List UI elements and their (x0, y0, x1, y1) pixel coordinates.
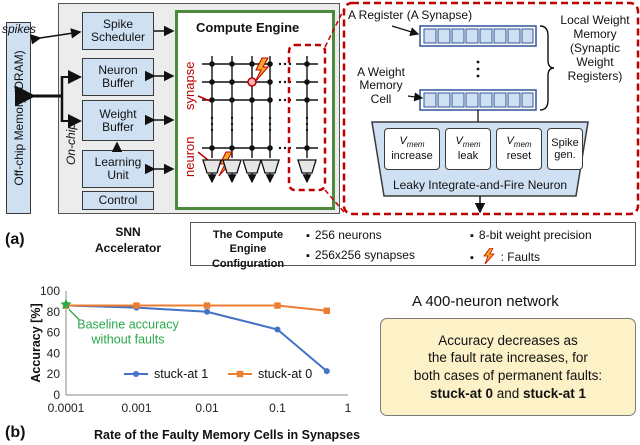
a-weight-cell-label: A Weight Memory Cell (357, 65, 405, 106)
vmem-reset-symbol: Vmem (506, 135, 532, 150)
data-point-stuck-at-0 (133, 302, 140, 309)
x-axis-label: Rate of the Faulty Memory Cells in Synap… (94, 428, 360, 442)
accelerator-label: SNN Accelerator (94, 225, 162, 256)
a-register-label: A Register (A Synapse) (348, 8, 473, 22)
config-neurons: 256 neurons (306, 228, 382, 242)
lightning-icon-synapse (254, 57, 270, 83)
panel-a-label: (a) (5, 231, 25, 248)
highlight-column (287, 43, 327, 192)
vmem-increase-symbol: Vmem (399, 135, 425, 150)
neuron-outputs (207, 173, 312, 184)
vmem-increase-label: increase (391, 150, 433, 163)
baseline-pointer (68, 309, 81, 321)
data-point-stuck-at-0 (274, 302, 281, 309)
data-point-stuck-at-0 (323, 307, 330, 314)
panel-b-label: (b) (5, 424, 26, 441)
summary-line-2: the fault rate increases, for (428, 350, 588, 366)
baseline-star-icon (60, 298, 72, 310)
data-point-stuck-at-1 (323, 368, 330, 375)
legend-marker-stuck-at-1 (133, 371, 139, 377)
weight-buffer-label: Weight Buffer (99, 106, 137, 134)
data-point-stuck-at-0 (203, 302, 211, 309)
config-synapses: 256x256 synapses (306, 248, 415, 262)
x-tick-label: 0.0001 (48, 401, 85, 415)
config-title: The Compute Engine Configuration (211, 229, 285, 270)
y-tick-label: 0 (53, 388, 60, 402)
crossbar-dots (209, 61, 310, 151)
y-tick-label: 20 (47, 367, 61, 381)
register-ellipsis (476, 60, 480, 78)
vmem-leak-label: leak (457, 150, 479, 163)
spikes-label: spikes (2, 22, 37, 36)
summary-line-1: Accuracy decreases as (438, 332, 578, 348)
vmem-increase-block: Vmem increase (384, 128, 440, 170)
lightning-icon (483, 247, 496, 265)
x-tick-label: 1 (345, 401, 352, 415)
neuron-pointer (197, 151, 209, 161)
weight-register-bottom (419, 89, 537, 111)
neuron-buffer: Neuron Buffer (82, 58, 154, 96)
memory-brace (539, 25, 555, 111)
summary-and: and (492, 385, 524, 401)
legend-label-stuck-at-1: stuck-at 1 (154, 367, 208, 381)
neuron-buffer-label: Neuron Buffer (98, 63, 138, 90)
zoom-line-bottom (324, 189, 345, 213)
y-tick-label: 40 (47, 346, 61, 360)
compute-engine-title: Compute Engine (196, 20, 300, 35)
spike-gen-label: Spike gen. (551, 136, 579, 161)
config-faults: ▪ : Faults (470, 247, 540, 265)
data-point-stuck-at-1 (274, 326, 281, 333)
data-point-stuck-at-1 (204, 308, 210, 315)
cell-pointer (407, 92, 424, 102)
config-faults-label: : Faults (500, 250, 540, 264)
summary-sa1: stuck-at 1 (523, 385, 587, 401)
lif-neuron-label: Leaky Integrate-and-Fire Neuron (392, 178, 568, 192)
register-pointer (391, 25, 420, 37)
legend-label-stuck-at-0: stuck-at 0 (258, 367, 312, 381)
y-tick-label: 60 (47, 326, 61, 340)
spike-gen-block: Spike gen. (547, 128, 583, 170)
vmem-leak-block: Vmem leak (445, 128, 491, 170)
series-line-stuck-at-0 (66, 304, 327, 312)
summary-line-4: stuck-at 0 and stuck-at 1 (430, 385, 586, 403)
x-tick-label: 0.01 (195, 401, 219, 415)
control-unit: Control (82, 191, 154, 210)
faulty-synapse-dot (247, 77, 257, 87)
summary-box: Accuracy decreases as the fault rate inc… (380, 318, 636, 416)
y-tick-label: 100 (40, 284, 60, 298)
baseline-note-line-2: without faults (91, 333, 165, 347)
spike-scheduler-label: Spike Scheduler (90, 17, 146, 44)
baseline-note-line-1: Baseline accuracy (77, 318, 179, 332)
synapse-pointer (197, 95, 211, 102)
legend-marker-stuck-at-0 (236, 370, 244, 378)
network-label: A 400-neuron network (412, 293, 559, 310)
offchip-memory: Off-chip Memory (DRAM) (6, 22, 31, 214)
local-weight-memory-label: Local Weight Memory (Synaptic Weight Reg… (560, 13, 630, 83)
x-tick-label: 0.1 (269, 401, 286, 415)
weight-buffer: Weight Buffer (82, 100, 154, 141)
spikes-arrow (30, 28, 82, 45)
vmem-reset-block: Vmem reset (496, 128, 542, 170)
control-label: Control (98, 193, 138, 208)
summary-line-3: both cases of permanent faults: (413, 368, 603, 383)
panel-a-graphics (15, 1, 640, 216)
y-tick-label: 80 (47, 305, 61, 319)
config-precision: 8-bit weight precision (470, 228, 592, 242)
spike-scheduler: Spike Scheduler (82, 12, 154, 50)
weight-register-top (419, 25, 537, 47)
x-tick-label: 0.001 (121, 401, 151, 415)
learning-unit-label: Learning Unit (94, 155, 142, 182)
vmem-leak-symbol: Vmem (455, 135, 481, 150)
y-axis-label: Accuracy [%] (29, 303, 43, 382)
vmem-reset-label: reset (506, 150, 532, 163)
zoom-line-top (324, 8, 345, 48)
neuron-units (202, 159, 317, 174)
summary-sa0: stuck-at 0 (429, 385, 493, 401)
